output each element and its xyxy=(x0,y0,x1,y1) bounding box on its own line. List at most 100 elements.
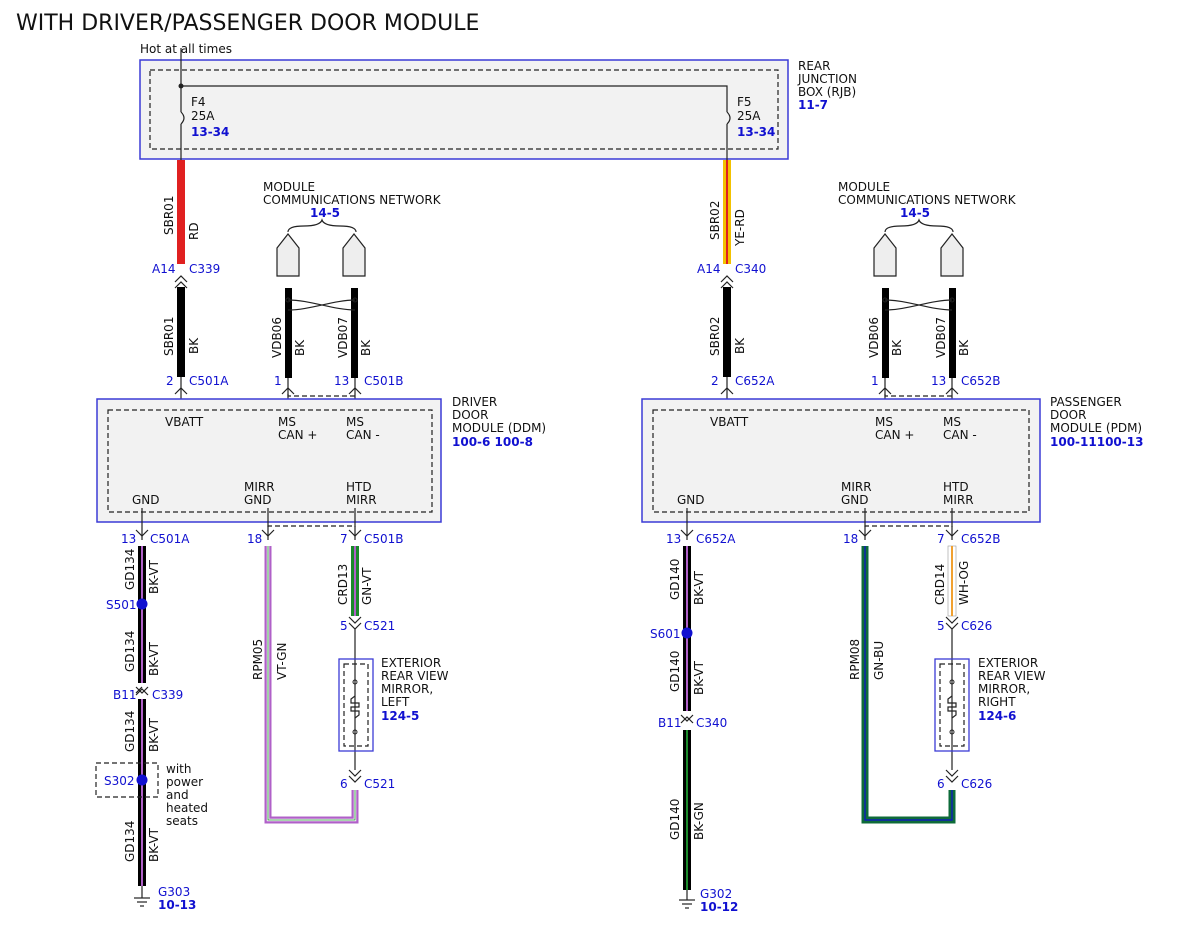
left-gnd-pin: 13 xyxy=(121,532,136,546)
ground-symbol-icon xyxy=(134,897,150,907)
left-splice2: S302 xyxy=(104,774,135,788)
pdm-mirr-gnd-line-1: MIRR xyxy=(841,480,872,494)
right-ground-ref[interactable]: 10-12 xyxy=(700,900,738,914)
network-connector-icon xyxy=(276,233,300,277)
right-network: MODULE COMMUNICATIONS NETWORK 14-5 VDB06… xyxy=(838,180,1017,412)
fuse-f4-ref[interactable]: 13-34 xyxy=(191,125,229,139)
left-network-ref[interactable]: 14-5 xyxy=(310,206,340,220)
wire-rpm05 xyxy=(267,546,356,821)
left-gnd-wire2-color: BK-VT xyxy=(147,641,161,676)
left-gnd-wire2-circuit: GD134 xyxy=(123,631,137,672)
left-inline-conn: C339 xyxy=(152,688,183,702)
right-mirr-gnd-pin: 18 xyxy=(843,532,858,546)
right-can-minus-color: BK xyxy=(957,339,971,356)
left-mirror-box xyxy=(338,658,374,752)
right-mirr-gnd-circuit: RPM08 xyxy=(848,639,862,680)
left-can-minus-pin: 13 xyxy=(334,374,349,388)
left-gnd-wire3-color: BK-VT xyxy=(147,717,161,752)
fuse-f4-rating: 25A xyxy=(191,109,215,123)
right-pwr-upper-color: YE-RD xyxy=(733,209,747,247)
ddm-label-line-3: MODULE (DDM) xyxy=(452,421,546,435)
left-can-plus-pin: 1 xyxy=(274,374,282,388)
ddm-can-minus-line-1: MS xyxy=(346,415,364,429)
fuse-f5-icon xyxy=(726,111,731,125)
left-network-line-1: MODULE xyxy=(263,180,315,194)
left-mirr-gnd-pin: 18 xyxy=(247,532,262,546)
left-inline-pin: B11 xyxy=(113,688,137,702)
right-mirror-bottom-conn: C626 xyxy=(961,777,992,791)
right-mirror-top-pin: 5 xyxy=(937,619,945,633)
left-pwr-upper-color: RD xyxy=(187,222,201,240)
right-mirror-top-conn: C626 xyxy=(961,619,992,633)
left-ground-ref[interactable]: 10-13 xyxy=(158,898,196,912)
pdm-gnd: GND xyxy=(677,493,705,507)
right-htd-circuit: CRD14 xyxy=(933,564,947,605)
right-power-circuit: SBR02 YE-RD A14 C340 SBR02 BK 2 C652A xyxy=(697,160,775,412)
left-mirror-label-2: REAR VIEW xyxy=(381,669,449,683)
left-pwr-conn-name: C339 xyxy=(189,262,220,276)
right-mirror-ref[interactable]: 124-6 xyxy=(978,709,1016,723)
wire-sbr01-bk xyxy=(177,287,185,377)
left-ground-circuit: 13 C501A GD134 BK-VT S501 GD134 BK-VT B1… xyxy=(95,529,208,912)
pdm-ref[interactable]: 100-11100-13 xyxy=(1050,435,1143,449)
right-network-line-1: MODULE xyxy=(838,180,890,194)
right-mirror-bottom-pin: 6 xyxy=(937,777,945,791)
left-can-minus-color: BK xyxy=(359,339,373,356)
left-can-conn: C501B xyxy=(364,374,404,388)
fuse-f5-ref[interactable]: 13-34 xyxy=(737,125,775,139)
network-connector-icon xyxy=(940,233,964,277)
power-note: Hot at all times xyxy=(140,42,232,56)
left-gnd-wire1-circuit: GD134 xyxy=(123,549,137,590)
wire-vdb07 xyxy=(351,288,358,378)
left-mirror-ref[interactable]: 124-5 xyxy=(381,709,419,723)
ground-symbol-icon xyxy=(679,899,695,909)
pdm-htd-mirr-line-1: HTD xyxy=(943,480,969,494)
pdm-mirr-gnd-line-2: GND xyxy=(841,493,869,507)
splice-s302-icon xyxy=(136,774,148,786)
left-htd-conn: C501B xyxy=(364,532,404,546)
left-mirror-top-pin: 5 xyxy=(340,619,348,633)
heater-element-icon xyxy=(350,695,360,719)
pdm-htd-mirr-line-2: MIRR xyxy=(943,493,974,507)
fuse-f4-icon xyxy=(180,111,185,125)
right-mirror-label-2: REAR VIEW xyxy=(978,669,1046,683)
rjb-ref[interactable]: 11-7 xyxy=(798,98,828,112)
right-network-ref[interactable]: 14-5 xyxy=(900,206,930,220)
fuse-f4-name: F4 xyxy=(191,95,206,109)
network-connector-icon xyxy=(873,233,897,277)
pdm-can-plus-line-2: CAN + xyxy=(875,428,914,442)
ddm-mirr-gnd-line-1: MIRR xyxy=(244,480,275,494)
wire-sbr02-bk xyxy=(723,287,731,377)
left-mirror-label-3: MIRROR, xyxy=(381,682,433,696)
ddm-htd-mirr-line-1: HTD xyxy=(346,480,372,494)
pdm-label-line-2: DOOR xyxy=(1050,408,1086,422)
right-splice1: S601 xyxy=(650,627,681,641)
left-ground-name: G303 xyxy=(158,885,190,899)
right-can-plus-pin: 1 xyxy=(871,374,879,388)
right-htd-conn: C652B xyxy=(961,532,1001,546)
ddm-mirr-gnd-line-2: GND xyxy=(244,493,272,507)
left-can-minus-circuit: VDB07 xyxy=(336,317,350,358)
left-mod-pwr-conn: C501A xyxy=(189,374,229,388)
right-can-conn: C652B xyxy=(961,374,1001,388)
left-gnd-conn: C501A xyxy=(150,532,190,546)
right-gnd-pin: 13 xyxy=(666,532,681,546)
ddm-ref[interactable]: 100-6 100-8 xyxy=(452,435,533,449)
pdm-vbatt: VBATT xyxy=(710,415,749,429)
right-can-minus-pin: 13 xyxy=(931,374,946,388)
right-pwr-conn-pin: A14 xyxy=(697,262,720,276)
ddm-label-line-2: DOOR xyxy=(452,408,488,422)
pdm-label-line-3: MODULE (PDM) xyxy=(1050,421,1142,435)
right-can-minus-circuit: VDB07 xyxy=(934,317,948,358)
right-mod-pwr-pin: 2 xyxy=(711,374,719,388)
network-brace xyxy=(884,218,954,233)
left-power-circuit: SBR01 RD A14 C339 SBR01 BK 2 C501A xyxy=(152,160,229,412)
twisted-pair-icon xyxy=(287,299,356,311)
right-mod-pwr-conn: C652A xyxy=(735,374,775,388)
ddm-vbatt: VBATT xyxy=(165,415,204,429)
wire-vdb06 xyxy=(285,288,292,378)
rjb-label-line-3: BOX (RJB) xyxy=(798,85,856,99)
pdm-label-line-1: PASSENGER xyxy=(1050,395,1122,409)
passenger-door-module: VBATT MS CAN + MS CAN - GND MIRR GND HTD… xyxy=(641,395,1143,540)
